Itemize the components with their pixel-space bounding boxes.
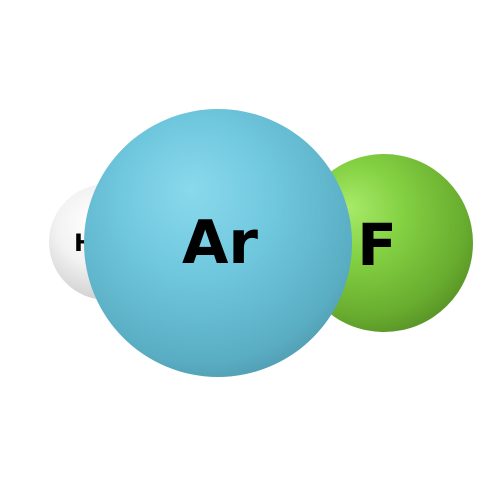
fluorine-label: F	[357, 211, 397, 279]
argon-sphere	[84, 109, 352, 377]
argon-atom: Ar	[84, 109, 352, 377]
argon-label: Ar	[182, 208, 258, 278]
